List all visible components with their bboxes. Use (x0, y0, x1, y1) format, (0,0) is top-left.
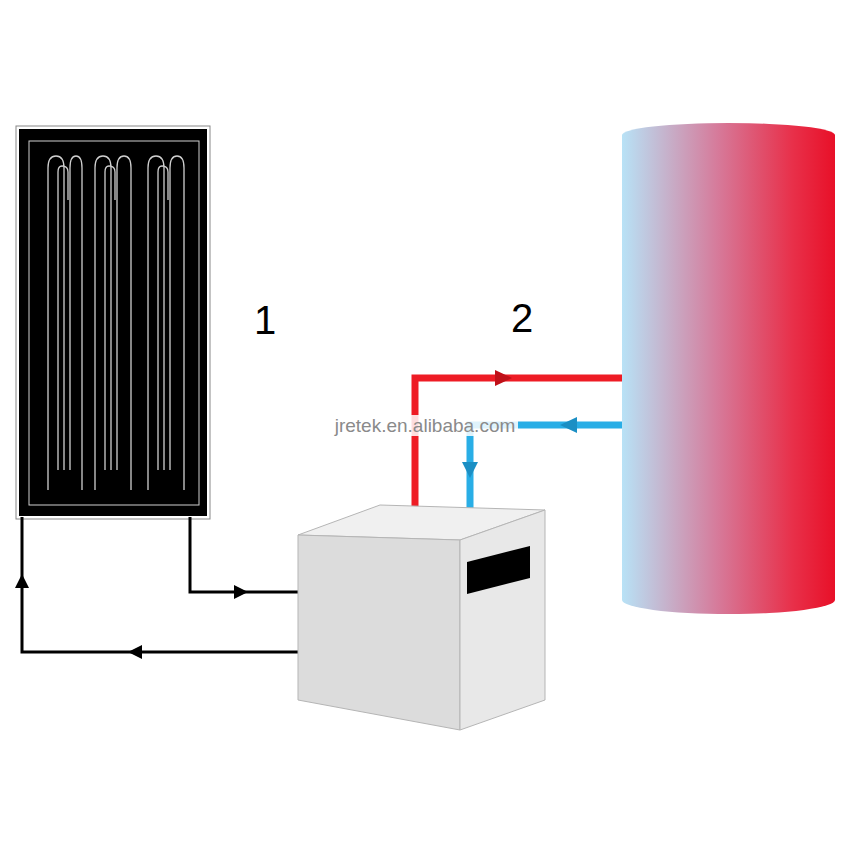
controller-display (467, 546, 530, 594)
callout-number: 1 (254, 300, 276, 340)
storage-tank (622, 123, 835, 614)
watermark: jretek.en.alibaba.com (332, 415, 519, 436)
callout-number: 2 (511, 298, 533, 338)
flow-arrows (15, 574, 248, 659)
solar-collector (16, 126, 210, 519)
hot-pipe (415, 370, 622, 512)
controller-box (298, 505, 545, 730)
collector-pipes (22, 517, 298, 652)
